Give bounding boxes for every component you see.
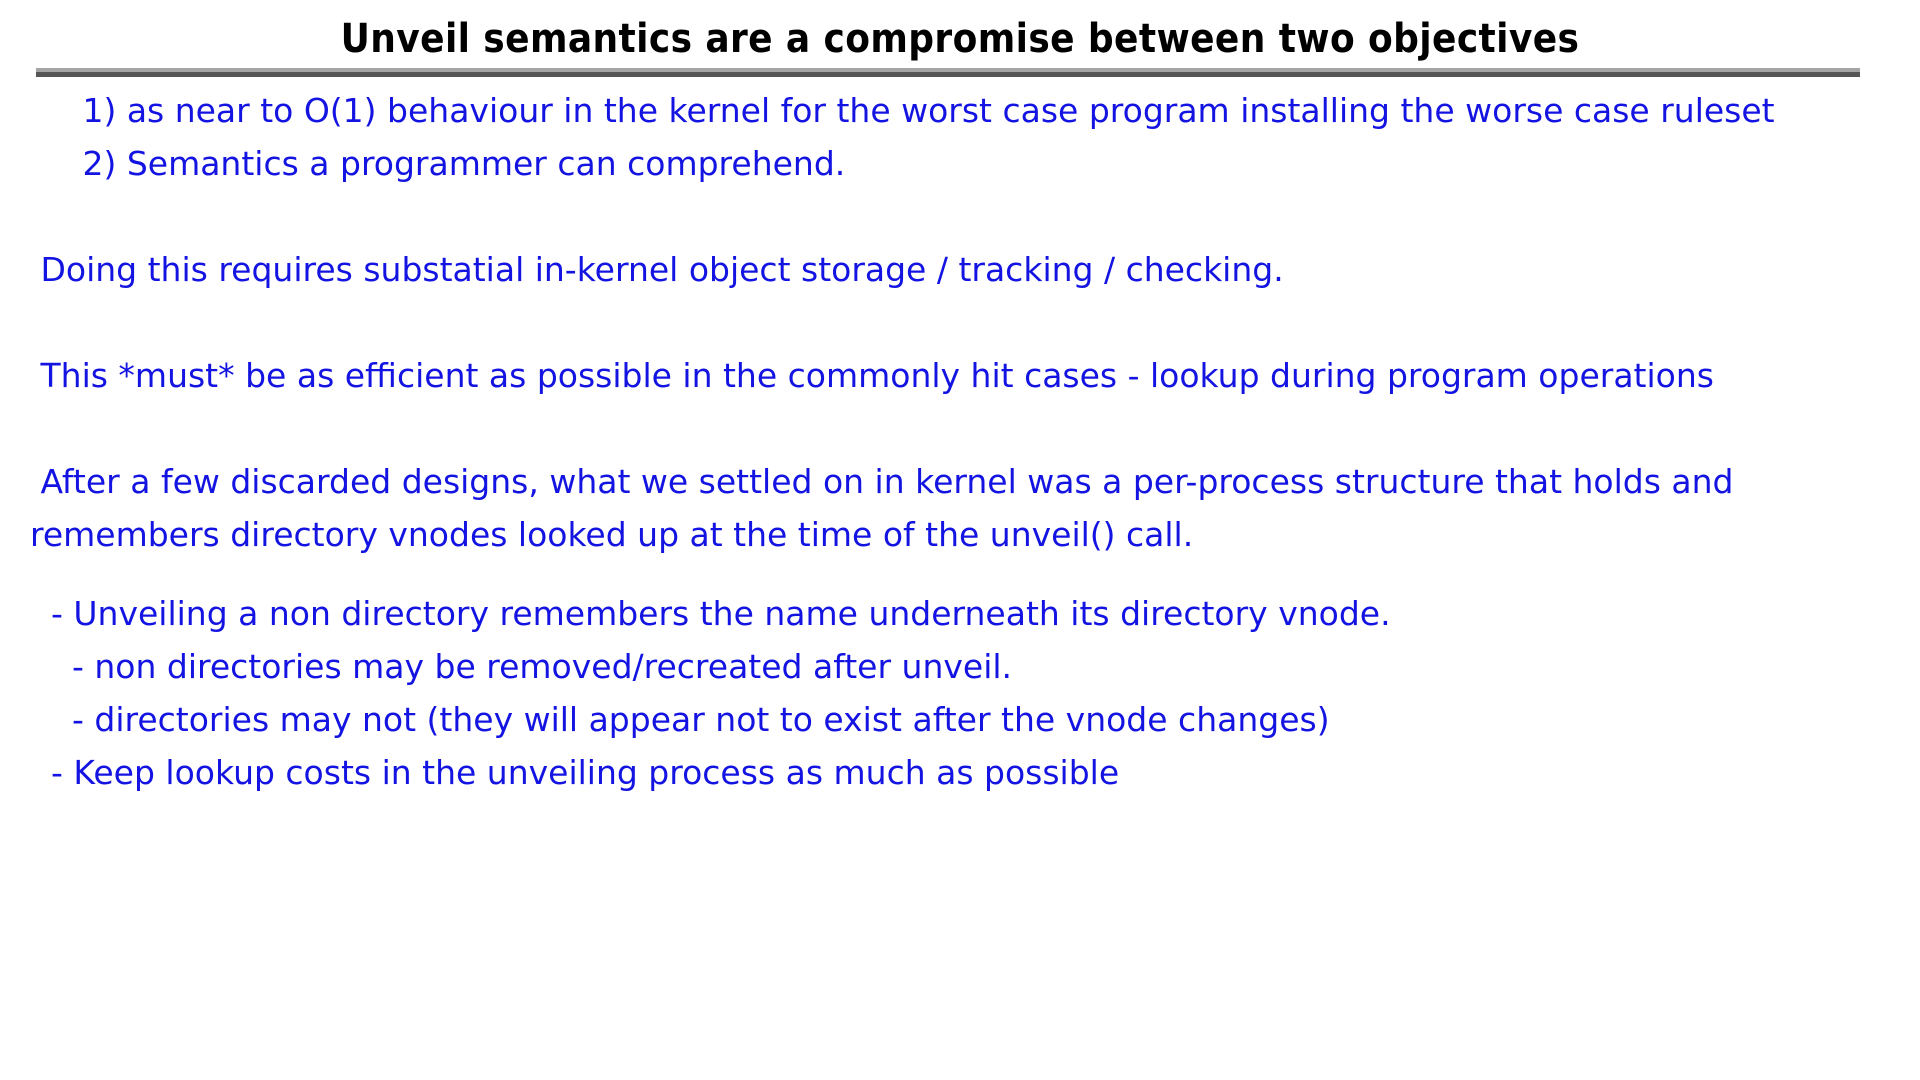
body-line-kernel-design: After a few discarded designs, what we s…: [30, 462, 1744, 554]
sub-bullet-non-directories-recreated: - non directories may be removed/recreat…: [30, 647, 1013, 686]
slide-title: Unveil semantics are a compromise betwee…: [340, 16, 1580, 62]
body-spacer-2: [30, 296, 1890, 349]
title-separator-rule: [36, 68, 1860, 77]
body-spacer-3: [30, 402, 1890, 455]
body-line-objective-2: 2) Semantics a programmer can comprehend…: [30, 144, 846, 183]
body-spacer-4: [30, 561, 1890, 587]
body-line-storage-requirement: Doing this requires substatial in-kernel…: [30, 250, 1284, 289]
rule-top-band: [36, 68, 1860, 72]
rule-bottom-band: [36, 72, 1860, 77]
body-line-objective-1: 1) as near to O(1) behaviour in the kern…: [30, 91, 1775, 130]
bullet-unveiling-non-directory: - Unveiling a non directory remembers th…: [30, 594, 1391, 633]
sub-bullet-directories-may-not: - directories may not (they will appear …: [30, 700, 1330, 739]
body-spacer-1: [30, 190, 1890, 243]
slide-body: 1) as near to O(1) behaviour in the kern…: [30, 84, 1890, 799]
body-line-efficiency-requirement: This *must* be as efficient as possible …: [30, 356, 1714, 395]
bullet-keep-lookup-costs: - Keep lookup costs in the unveiling pro…: [30, 753, 1120, 792]
